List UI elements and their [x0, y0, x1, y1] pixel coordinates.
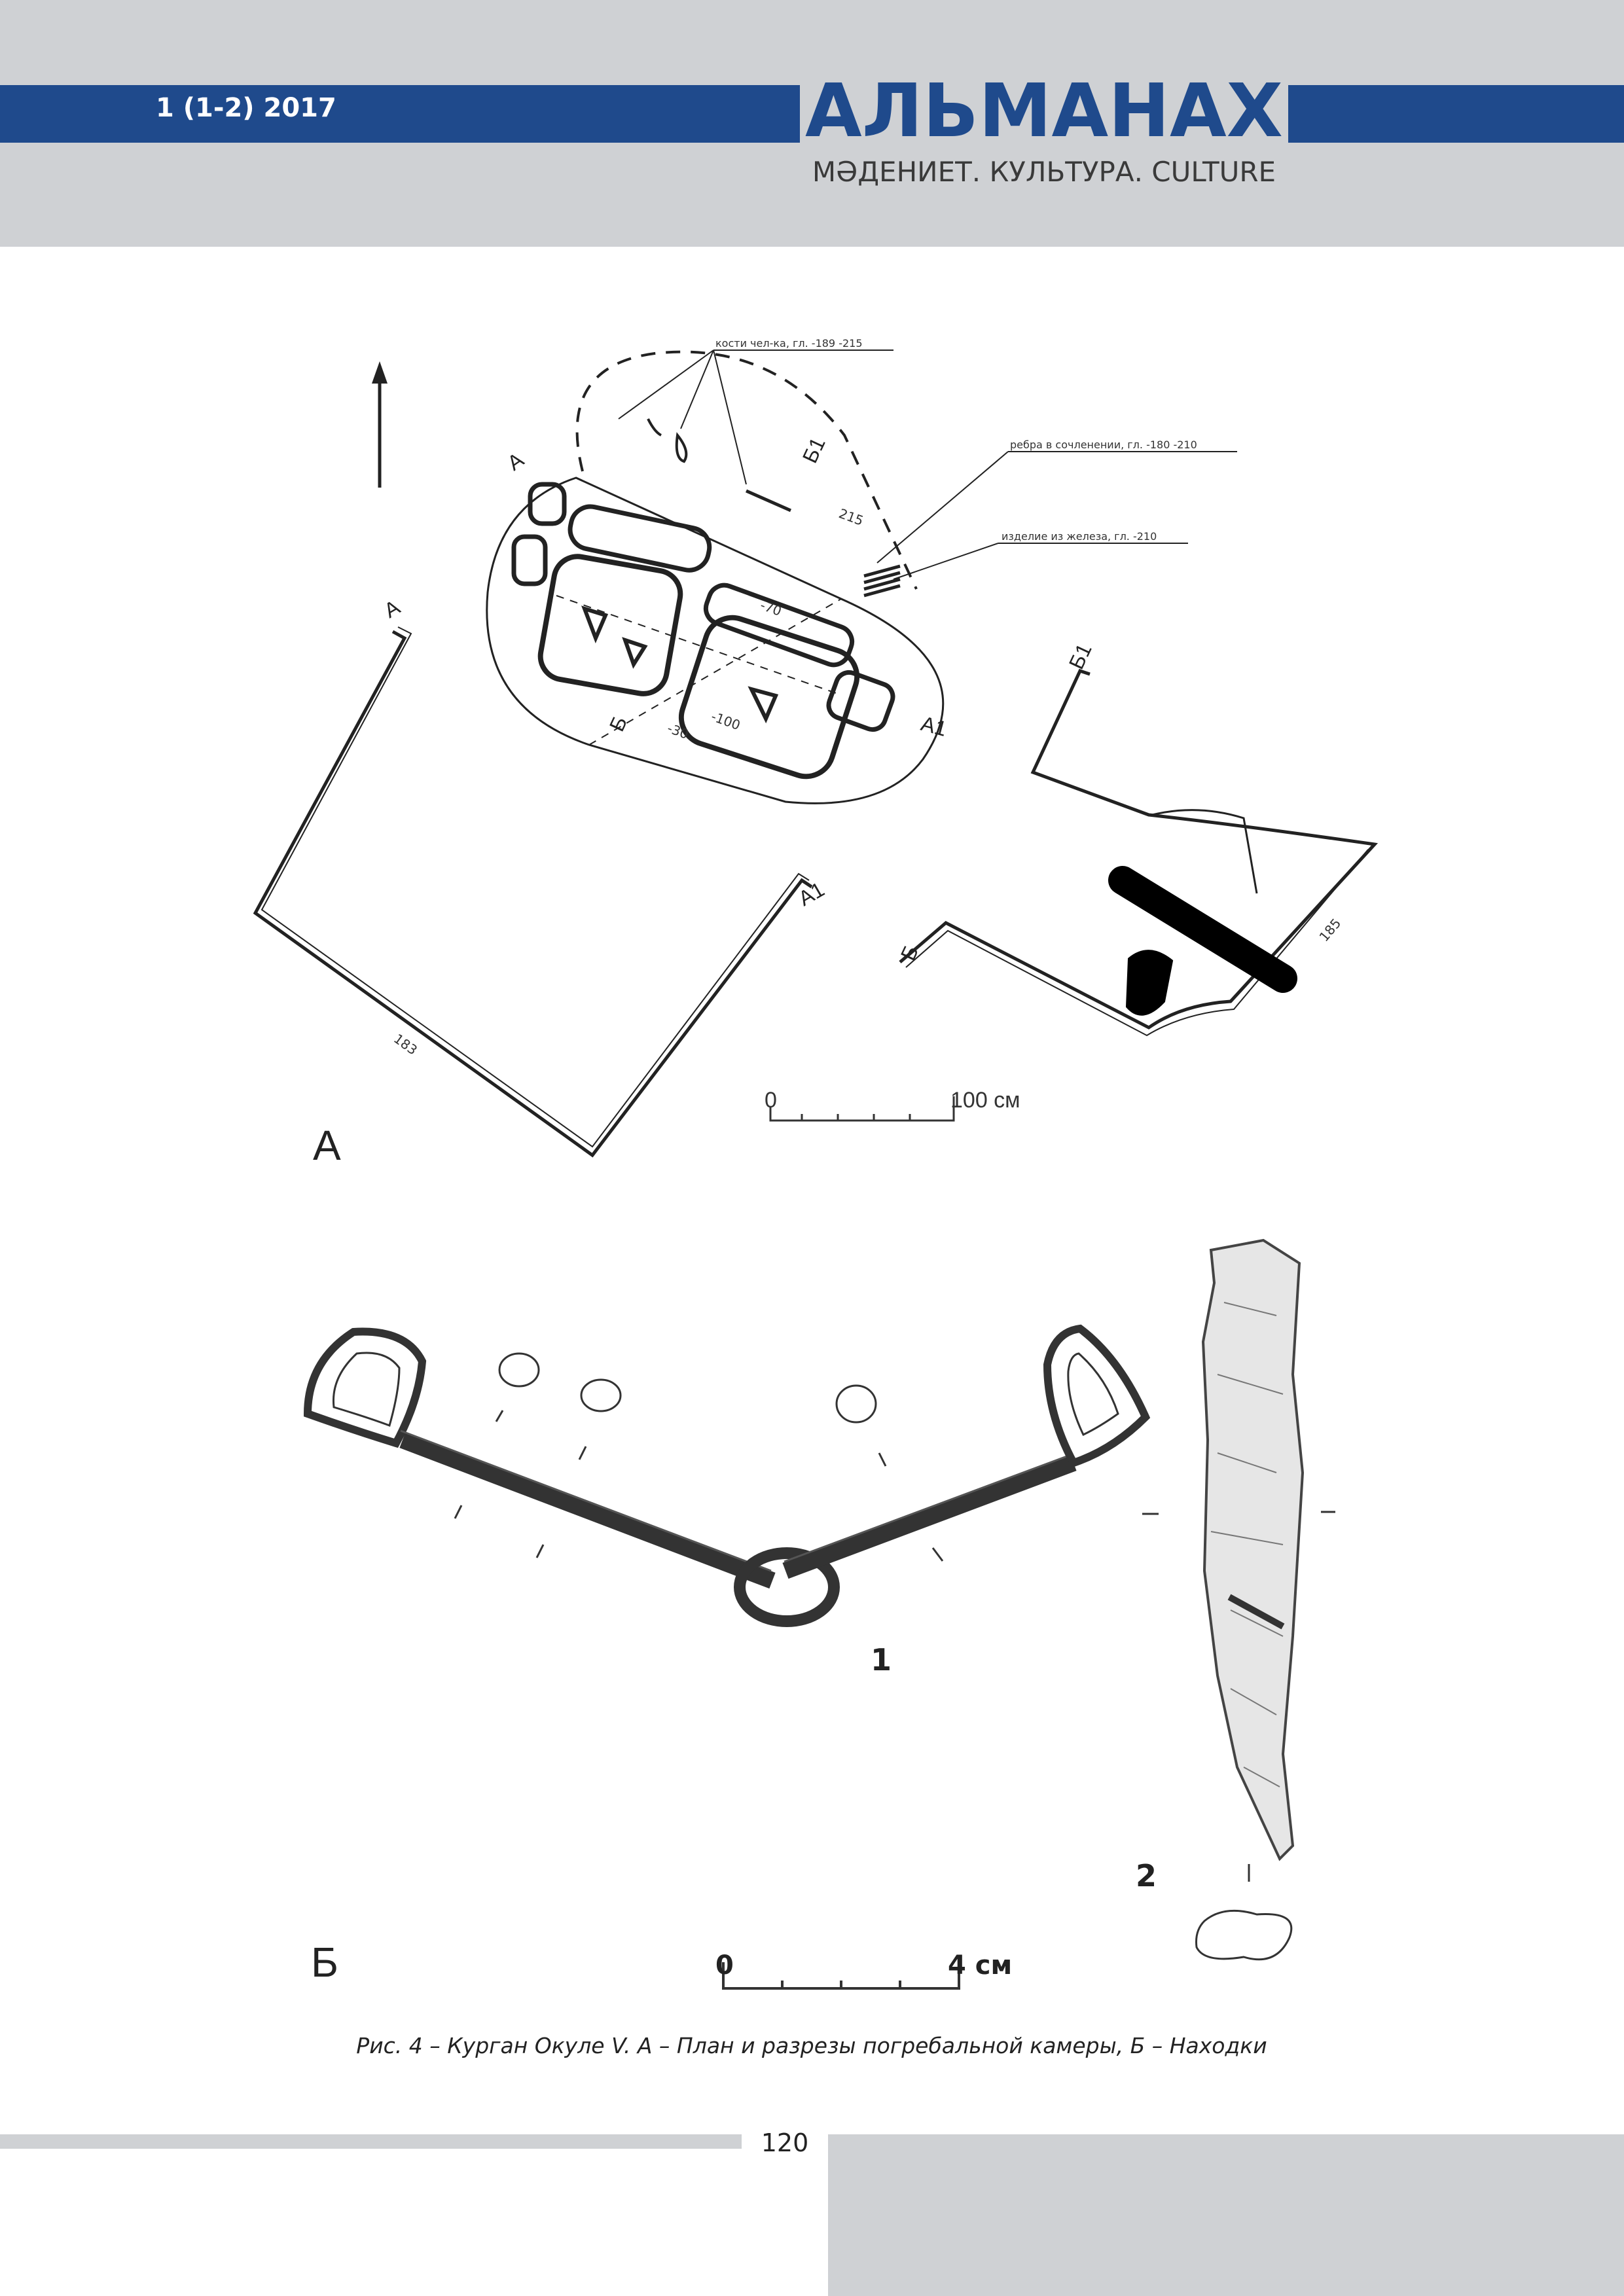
panel-b-label: Б: [311, 1939, 338, 1986]
depth-30: -30: [665, 720, 691, 742]
annotation-ribs: ребра в сочленении, гл. -180 -210: [1010, 439, 1197, 451]
annotation-iron: изделие из железа, гл. -210: [1001, 530, 1157, 543]
depth-215: 215: [837, 505, 865, 529]
item-2-label: 2: [1136, 1858, 1157, 1893]
section-b-profile: [899, 668, 1379, 1139]
depth-183: 183: [391, 1031, 420, 1058]
north-arrow: [372, 361, 388, 488]
annotation-bones: кости чел-ка, гл. -189 -215: [715, 337, 863, 350]
mark-b1-section: Б1: [1064, 640, 1096, 673]
scale-a-start: 0: [765, 1088, 777, 1113]
item-1-label: 1: [871, 1642, 892, 1677]
mark-b1-plan: Б1: [798, 434, 830, 467]
depth-100: -100: [709, 708, 742, 733]
figure-caption: Рис. 4 – Курган Окуле V. А – План и разр…: [356, 2033, 1267, 2058]
mark-a1-plan: А1: [918, 711, 949, 741]
bit-cross-sections: [454, 1352, 944, 1562]
burial-plan: [486, 350, 1237, 804]
page-number: 120: [761, 2128, 809, 2157]
scale-b-start: 0: [715, 1950, 734, 1981]
scale-bar-a: [769, 1096, 955, 1122]
footer-block: [828, 2134, 1624, 2296]
journal-title: АЛЬМАНАХ: [805, 69, 1283, 154]
section-a-profile: [253, 626, 813, 1158]
footer-line: [0, 2134, 742, 2149]
depth-70: -70: [758, 597, 784, 619]
mark-a-section: А: [380, 595, 405, 622]
scale-b-end: 4 см: [948, 1950, 1012, 1981]
mark-b-plan: Б: [605, 713, 632, 735]
bridle-bit: [303, 1324, 1151, 1627]
panel-a-label: А: [313, 1122, 341, 1169]
scale-a-end: 100 см: [950, 1088, 1020, 1113]
iron-object: [1142, 1238, 1335, 1961]
header-bar-left: [0, 85, 800, 143]
issue-number: 1 (1-2) 2017: [156, 93, 336, 123]
journal-subtitle: МӘДЕНИЕТ. КУЛЬТУРА. CULTURE: [812, 156, 1276, 188]
header-bar-right: [1288, 85, 1624, 143]
scale-bar-b: [722, 1962, 960, 1990]
mark-a-plan: А: [503, 448, 528, 475]
depth-185: 185: [1316, 916, 1344, 945]
